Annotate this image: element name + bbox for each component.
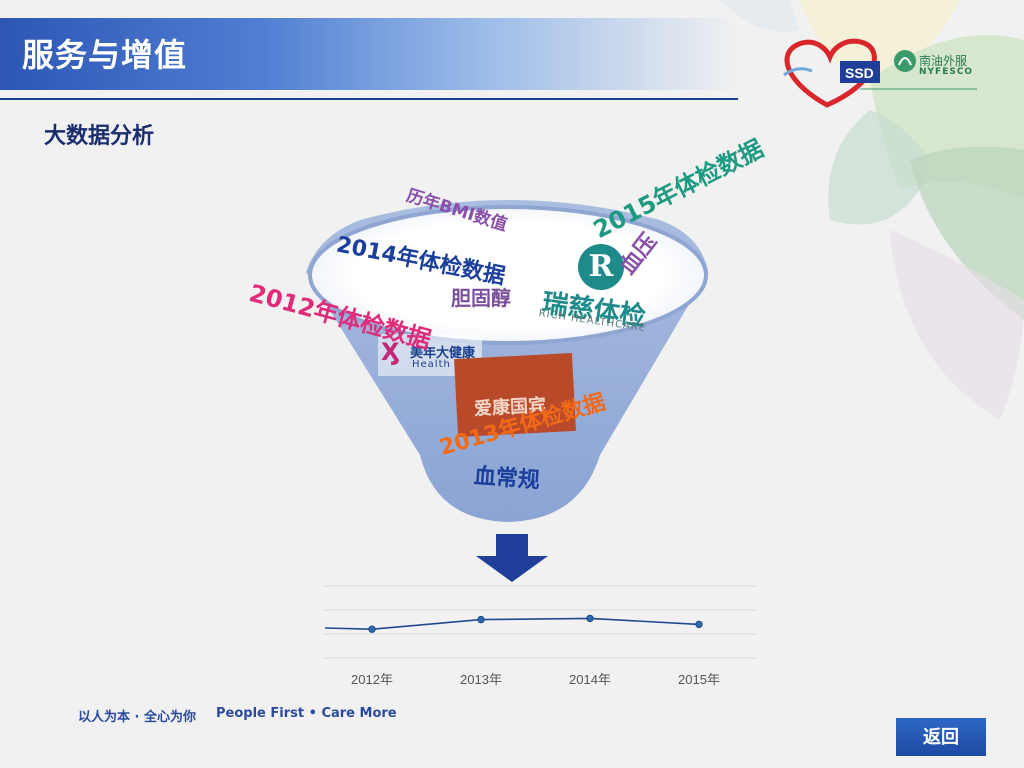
chart-tick-label: 2012年 bbox=[351, 672, 393, 687]
chart-point bbox=[368, 625, 376, 633]
word-blood-routine: 血常规 bbox=[473, 464, 541, 494]
word-cholesterol: 胆固醇 bbox=[451, 286, 511, 310]
header-bar bbox=[0, 18, 740, 90]
footer-slogan-cn: 以人为本 · 全心为你 bbox=[78, 710, 196, 725]
company-logo: SSD bbox=[783, 38, 977, 108]
chart-point bbox=[695, 620, 703, 629]
page-title: 服务与增值 bbox=[22, 36, 188, 74]
chart-point bbox=[586, 614, 594, 623]
rich-healthcare-logo-icon: R bbox=[578, 244, 624, 290]
meinian-logo-icon: Ӽ bbox=[381, 338, 400, 366]
meinian-name-en: Health 10 bbox=[412, 359, 470, 370]
meinian-name: 美年大健康 bbox=[410, 346, 476, 361]
footer-slogan-en: People First • Care More bbox=[216, 706, 397, 721]
chart-tick-label: 2015年 bbox=[678, 672, 720, 687]
back-button[interactable]: 返回 bbox=[896, 718, 986, 756]
chart-tick-label: 2014年 bbox=[569, 672, 611, 687]
header-divider bbox=[0, 98, 738, 100]
logo-name-en: NYFESCO bbox=[919, 67, 974, 77]
logo-name-cn: 南油外服 bbox=[919, 54, 968, 68]
section-subtitle: 大数据分析 bbox=[44, 124, 155, 149]
chart-tick-label: 2013年 bbox=[460, 672, 502, 687]
trend-line-chart: 2012年 2013年 2014年 2015年 bbox=[325, 585, 755, 687]
logo-badge-text: SSD bbox=[845, 65, 874, 81]
chart-point bbox=[477, 615, 485, 624]
down-arrow-icon bbox=[476, 534, 548, 582]
chart-series-line bbox=[325, 617, 700, 631]
